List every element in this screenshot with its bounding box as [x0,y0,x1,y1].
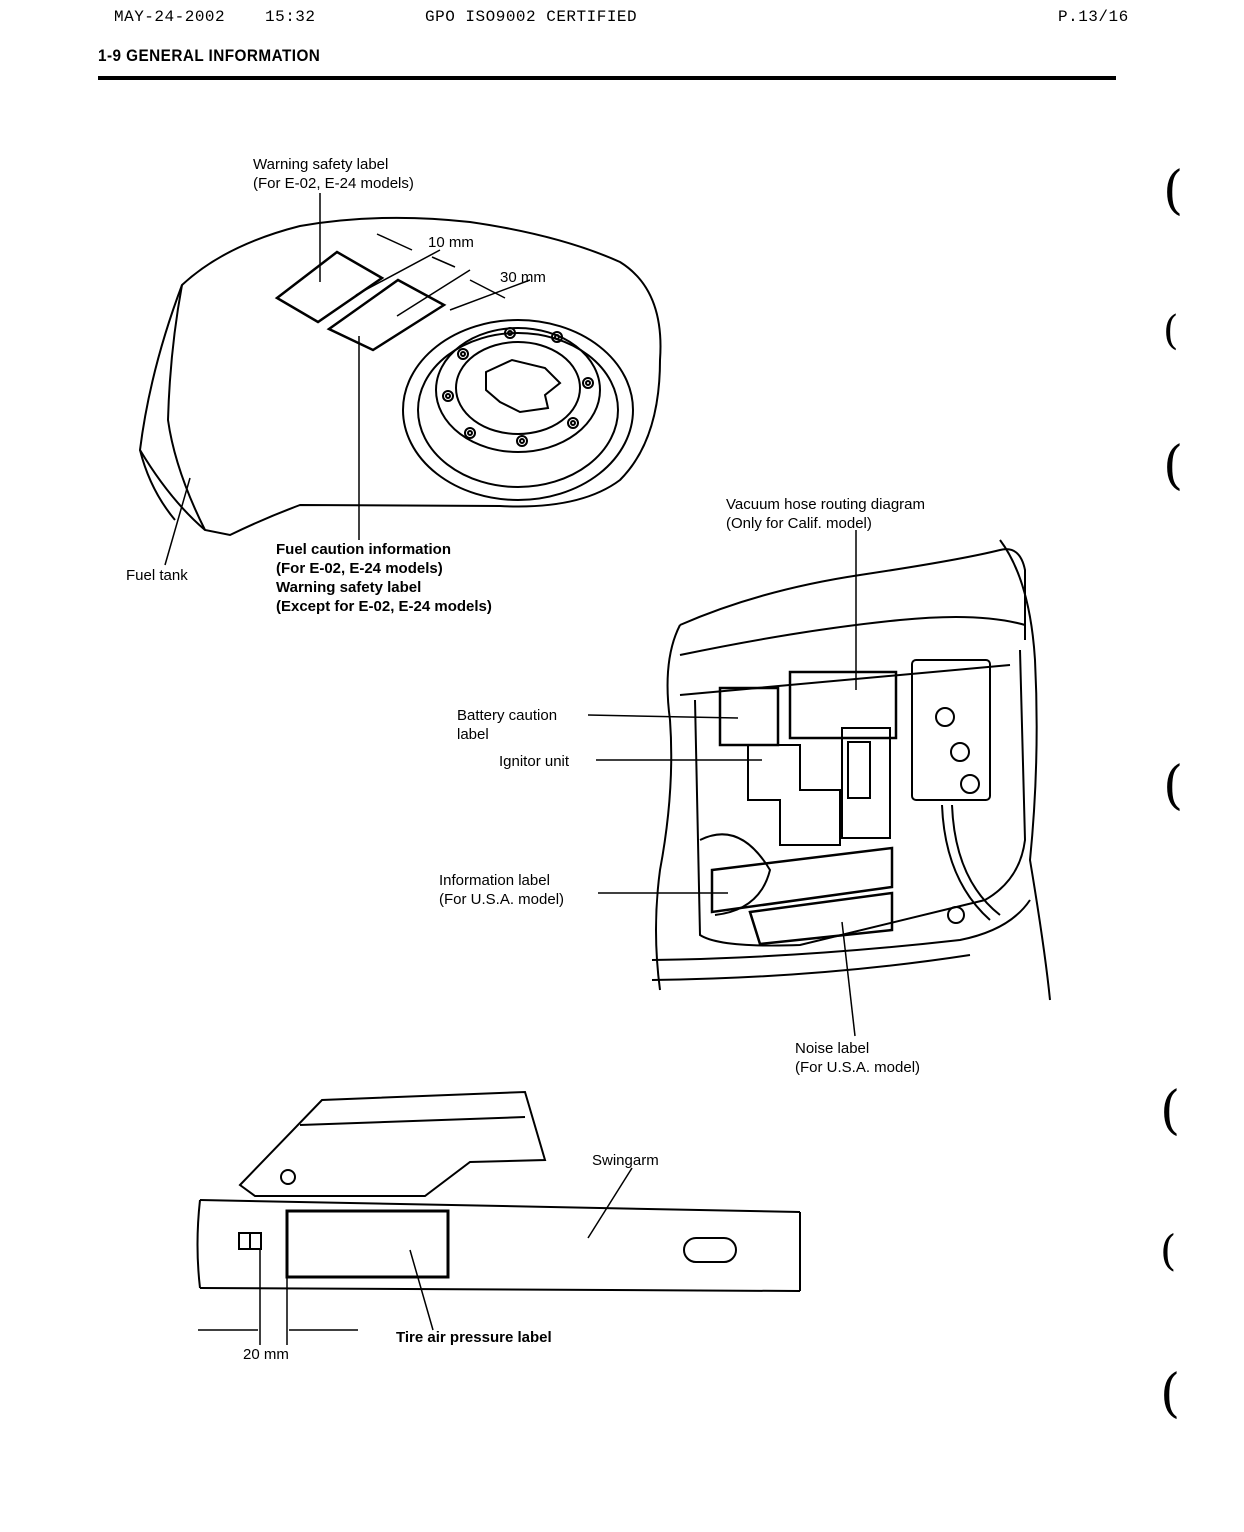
heading-rule [98,76,1116,80]
binder-hole-mark: ( [1160,1081,1181,1141]
section-title: 1-9 GENERAL INFORMATION [98,46,321,65]
ignitor-unit-caption: Ignitor unit [499,753,570,770]
fax-page-number: P.13/16 [1058,8,1129,26]
binder-hole-mark: ( [1160,1226,1177,1275]
swingarm-drawing [196,1090,801,1345]
binder-hole-mark: ( [1163,161,1184,221]
dimension-20mm: 20 mm [243,1346,289,1363]
tire-air-pressure-caption: Tire air pressure label [396,1329,552,1346]
vacuum-hose-caption: Vacuum hose routing diagram (Only for Ca… [726,496,925,532]
noise-label-caption: Noise label (For U.S.A. model) [795,1040,921,1076]
battery-caution-caption: Battery caution label [457,707,558,743]
information-label-caption: Information label (For U.S.A. model) [439,872,565,908]
binder-hole-mark: ( [1163,756,1184,816]
fuel-tank-drawing [138,193,662,566]
fuel-tank-caption: Fuel tank [126,567,188,584]
fax-date: MAY-24-2002 [114,8,226,26]
fuel-caution-caption: Fuel caution information (For E-02, E-24… [276,541,492,615]
dimension-30mm: 30 mm [500,269,546,286]
binder-hole-mark: ( [1163,436,1184,496]
warning-safety-label-caption: Warning safety label (For E-02, E-24 mod… [253,156,414,192]
binder-hole-mark: ( [1160,1364,1181,1424]
binder-hole-mark: ( [1163,308,1179,354]
swingarm-caption: Swingarm [592,1152,659,1169]
battery-compartment-drawing [587,530,1051,1037]
fax-time: 15:32 [265,8,316,26]
dimension-10mm: 10 mm [428,234,474,251]
fax-certification: GPO ISO9002 CERTIFIED [425,8,638,26]
